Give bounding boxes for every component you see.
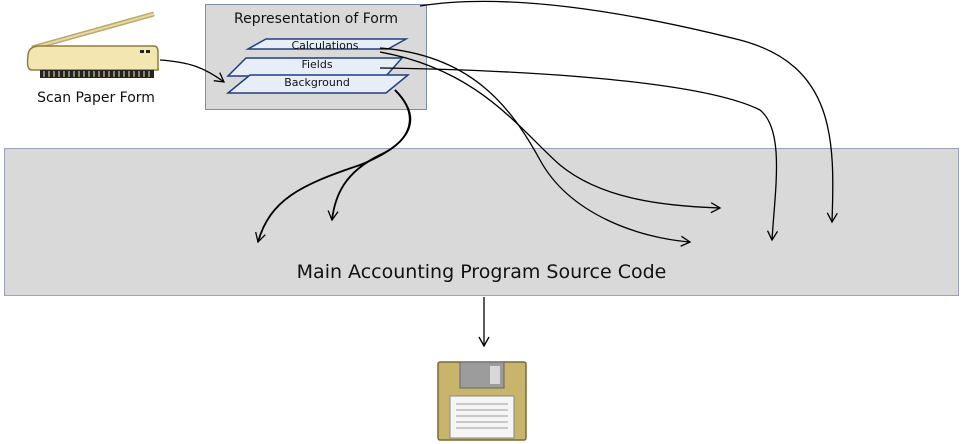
- scanner-icon: [26, 11, 159, 78]
- main-source-code-title: Main Accounting Program Source Code: [296, 261, 667, 283]
- layer-label-background: Background: [284, 76, 350, 89]
- floppy-disk-icon: [437, 361, 527, 441]
- representation-box: Representation of Form Calculations Fiel…: [205, 4, 427, 110]
- layer-label-fields: Fields: [301, 58, 333, 71]
- representation-title: Representation of Form: [234, 11, 398, 27]
- layer-label-calculations: Calculations: [291, 39, 359, 52]
- layer-calculations: [245, 38, 409, 50]
- main-source-code-box: Main Accounting Program Source Code: [4, 148, 959, 296]
- scanner-label: Scan Paper Form: [37, 90, 155, 106]
